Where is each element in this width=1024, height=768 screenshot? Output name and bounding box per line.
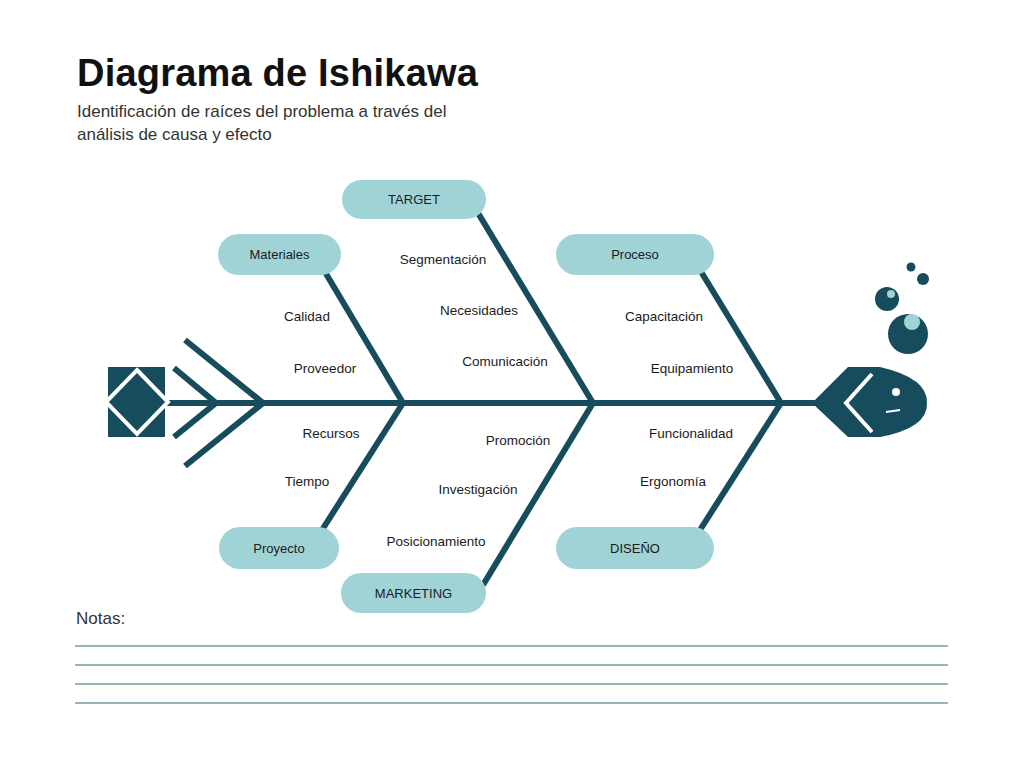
- note-line: [75, 683, 948, 684]
- head-gill: [846, 374, 872, 432]
- cause-label: Capacitación: [625, 309, 703, 324]
- cause-label: Tiempo: [285, 474, 330, 489]
- cause-label: Recursos: [302, 426, 359, 441]
- category-label: DISEÑO: [610, 541, 660, 556]
- bubble: [907, 263, 916, 272]
- cause-label: Funcionalidad: [649, 426, 733, 441]
- cause-label: Segmentación: [400, 252, 486, 267]
- cause-label: Comunicación: [462, 354, 548, 369]
- cause-category-pill: Proceso: [556, 234, 714, 275]
- title: Diagrama de Ishikawa: [77, 52, 478, 95]
- cause-category-pill: Materiales: [218, 234, 341, 275]
- note-line: [75, 645, 948, 646]
- bubble: [875, 287, 899, 311]
- bone: [322, 403, 403, 530]
- cause-label: Equipamiento: [651, 361, 734, 376]
- cause-label: Investigación: [439, 482, 518, 497]
- tail-chevron: [174, 368, 216, 437]
- cause-category-pill: MARKETING: [341, 573, 486, 613]
- cause-category-pill: TARGET: [342, 180, 486, 219]
- category-label: Proyecto: [253, 541, 304, 556]
- category-label: MARKETING: [375, 586, 452, 601]
- tail-chevron: [185, 340, 263, 466]
- category-label: Proceso: [611, 247, 659, 262]
- bone: [700, 270, 781, 403]
- cause-label: Ergonomía: [640, 474, 706, 489]
- caption: Identificación de raíces del problema a …: [77, 100, 507, 146]
- cause-category-pill: DISEÑO: [556, 527, 714, 569]
- cause-category-pill: Proyecto: [219, 527, 339, 569]
- cause-label: Proveedor: [294, 361, 356, 376]
- bubble: [917, 273, 929, 285]
- category-label: Materiales: [250, 247, 310, 262]
- category-label: TARGET: [388, 192, 440, 207]
- cause-label: Calidad: [284, 309, 330, 324]
- tail-block: [108, 367, 165, 437]
- bone: [700, 403, 781, 530]
- bubble-shine: [887, 290, 895, 298]
- fish-head: [812, 367, 927, 437]
- note-line: [75, 664, 948, 665]
- cause-label: Posicionamiento: [386, 534, 485, 549]
- bubble-shine: [904, 314, 920, 330]
- fish-eye: [892, 388, 900, 396]
- note-line: [75, 702, 948, 703]
- cause-label: Necesidades: [440, 303, 518, 318]
- fish-mouth: [886, 410, 900, 412]
- bone: [325, 272, 403, 403]
- notes-heading: Notas:: [76, 609, 125, 629]
- tail-diamond: [106, 370, 168, 434]
- cause-label: Promoción: [486, 433, 551, 448]
- bubble: [888, 314, 928, 354]
- spine: [150, 400, 818, 406]
